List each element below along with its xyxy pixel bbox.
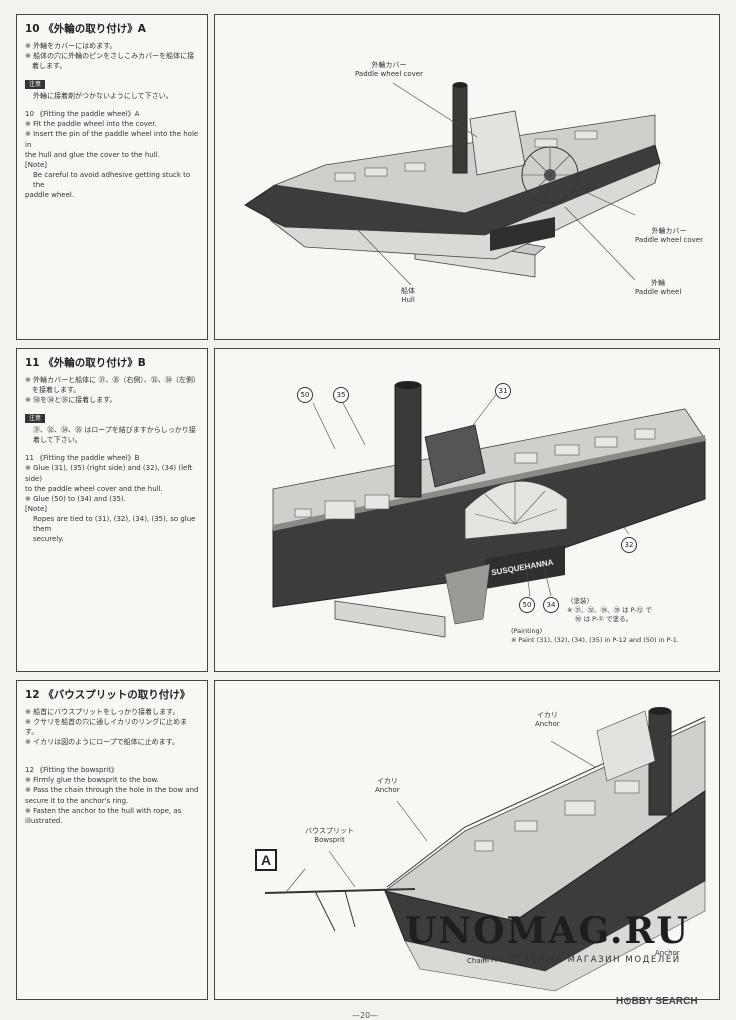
step-12-illustration: イカリ Anchor イカリ Anchor バウスプリット Bowsprit C… xyxy=(214,680,720,1000)
step-11-illustration: 50 35 31 32 50 34 SUSQUEHANNA 〈塗装〉 ※ ㉛、㉜… xyxy=(214,348,720,672)
callout-hull-jp: 船体 xyxy=(401,287,415,295)
en-title: 11 《Fitting the paddle wheel》B xyxy=(25,454,140,463)
en-note-line: paddle wheel. xyxy=(25,191,75,200)
en-line: ※ Fasten the anchor to the hull with rop… xyxy=(25,806,182,815)
en-note-line: Ropes are tied to (31), (32), (34), (35)… xyxy=(33,515,196,534)
callout-cover-right-en: Paddle wheel cover xyxy=(635,236,703,245)
ship-illustration-11 xyxy=(272,381,706,638)
step-title: 10 《外輪の取り付け》A xyxy=(25,23,146,35)
marker-a: A xyxy=(255,849,277,871)
jp-line: 着します。 xyxy=(25,61,67,70)
callout-bowsprit-en: Bowsprit xyxy=(314,836,345,845)
jp-line: ※ 船体の穴に外輪のピンをさしこみカバーを船体に接 xyxy=(25,51,195,60)
en-line: ※ Glue (50) to (34) and (35). xyxy=(25,494,126,503)
jp-line: ※ ㊿を㉞と㉟に接着します。 xyxy=(25,395,117,404)
part-number: 50 xyxy=(297,387,313,403)
en-line: ※ Fit the paddle wheel into the cover. xyxy=(25,120,157,129)
jp-line: ※ 外輪カバーと船体に ㉛、㉟（右側）、㉜、㉞（左側） xyxy=(25,375,200,384)
step-title: 11 《外輪の取り付け》B xyxy=(25,357,146,369)
note-tag: 注意 xyxy=(25,414,46,424)
en-note-line: securely. xyxy=(33,535,64,544)
jp-line: ※ 船首にバウスプリットをしっかり接着します。 xyxy=(25,707,180,716)
step-12: 12 《バウスプリットの取り付け》 ※ 船首にバウスプリットをしっかり接着します… xyxy=(16,680,720,1000)
step-12-text-panel: 12 《バウスプリットの取り付け》 ※ 船首にバウスプリットをしっかり接着します… xyxy=(16,680,208,1000)
step-11-text-panel: 11 《外輪の取り付け》B ※ 外輪カバーと船体に ㉛、㉟（右側）、㉜、㉞（左側… xyxy=(16,348,208,672)
painting-jp-line: ㊿ は P-① で塗る。 xyxy=(575,615,633,624)
en-line: to the paddle wheel cover and the hull. xyxy=(25,484,163,493)
step-11: 11 《外輪の取り付け》B ※ 外輪カバーと船体に ㉛、㉟（右側）、㉜、㉞（左側… xyxy=(16,348,720,672)
en-note-label: [Note] xyxy=(25,160,48,169)
callout-chain-en: Chain xyxy=(467,957,487,965)
painting-jp-line: ※ ㉛、㉜、㉞、㉟ は P-⑫ で xyxy=(567,606,652,615)
en-line: ※ Firmly glue the bowsprit to the bow. xyxy=(25,776,159,785)
callout-wheel-jp: 外輪 xyxy=(651,279,666,287)
note-tag: 注意 xyxy=(25,80,46,90)
en-line: illustrated. xyxy=(25,816,63,825)
part-number: 32 xyxy=(621,537,637,553)
callout-anchor-bottom2-en: Anchor xyxy=(655,949,680,957)
jp-line: を接着します。 xyxy=(25,385,81,394)
watermark-subtitle: МАСШТАБНЫЙ МАГАЗИН МОДЕЛЕЙ xyxy=(482,955,681,965)
step-10-illustration: 外輪カバー Paddle wheel cover 外輪カバー Paddle wh… xyxy=(214,14,720,340)
en-title: 10 《Fitting the paddle wheel》A xyxy=(25,110,140,119)
jp-line: ※ イカリは図のようにロープで船体に止めます。 xyxy=(25,738,179,747)
note-jp: ㉛、㉜、㉞、㉟ はロープを結びますからしっかり接着して下さい。 xyxy=(33,426,196,445)
part-number: 35 xyxy=(333,387,349,403)
step-10-text-panel: 10 《外輪の取り付け》A ※ 外輪をカバーにはめます。 ※ 船体の穴に外輪のピ… xyxy=(16,14,208,340)
part-number: 31 xyxy=(495,383,511,399)
callout-anchor-bottom-en: Anchor xyxy=(511,951,536,959)
callout-cover-top-jp: 外輪カバー xyxy=(371,61,407,69)
jp-line: ※ 外輪をカバーにはめます。 xyxy=(25,41,117,50)
en-title: 12 《Fitting the bowsprit》 xyxy=(25,766,118,775)
painting-en-label: (Painting) xyxy=(511,627,543,635)
ship-illustration-12 xyxy=(264,707,706,992)
callout-anchor-mid-en: Anchor xyxy=(375,786,400,795)
en-line: the hull and glue the cover to the hull. xyxy=(25,150,160,159)
callout-bowsprit-jp: バウスプリット xyxy=(305,827,354,835)
en-line: ※ Pass the chain through the hole in the… xyxy=(25,786,199,795)
step-title: 12 《バウスプリットの取り付け》 xyxy=(25,689,191,701)
jp-line: ※ クサリを船首の穴に通しイカリのリングに止めます。 xyxy=(25,717,188,736)
page-number: —20— xyxy=(352,1011,379,1020)
painting-en-line: ※ Paint (31), (32), (34), (35) in P-12 a… xyxy=(511,636,679,645)
callout-anchor-top-jp: イカリ xyxy=(536,711,558,719)
step-10: 10 《外輪の取り付け》A ※ 外輪をカバーにはめます。 ※ 船体の穴に外輪のピ… xyxy=(16,14,720,340)
en-note-label: [Note] xyxy=(25,505,48,514)
en-note-line: Be careful to avoid adhesive getting stu… xyxy=(33,171,191,190)
en-line: secure it to the anchor's ring. xyxy=(25,796,129,805)
callout-cover-right-jp: 外輪カバー xyxy=(651,227,687,235)
callout-cover-top-en: Paddle wheel cover xyxy=(355,70,423,79)
part-number: 50 xyxy=(519,597,535,613)
en-line: ※ Insert the pin of the paddle wheel int… xyxy=(25,130,199,149)
en-line: ※ Glue (31), (35) (right side) and (32),… xyxy=(25,464,193,483)
callout-wheel-en: Paddle wheel xyxy=(635,288,682,297)
note-jp: 外輪に接着剤がつかないようにして下さい。 xyxy=(33,92,173,101)
part-number: 34 xyxy=(543,597,559,613)
ship-illustration-10 xyxy=(244,82,661,286)
callout-anchor-mid-jp: イカリ xyxy=(376,777,398,785)
callout-hull-en: Hull xyxy=(401,296,415,305)
hobby-search-logo: H⊙BBY SEARCH xyxy=(616,996,698,1007)
painting-jp-label: 〈塗装〉 xyxy=(567,597,593,605)
callout-anchor-top-en: Anchor xyxy=(535,720,560,729)
watermark-logo: UNOMAG.RU xyxy=(405,910,690,952)
